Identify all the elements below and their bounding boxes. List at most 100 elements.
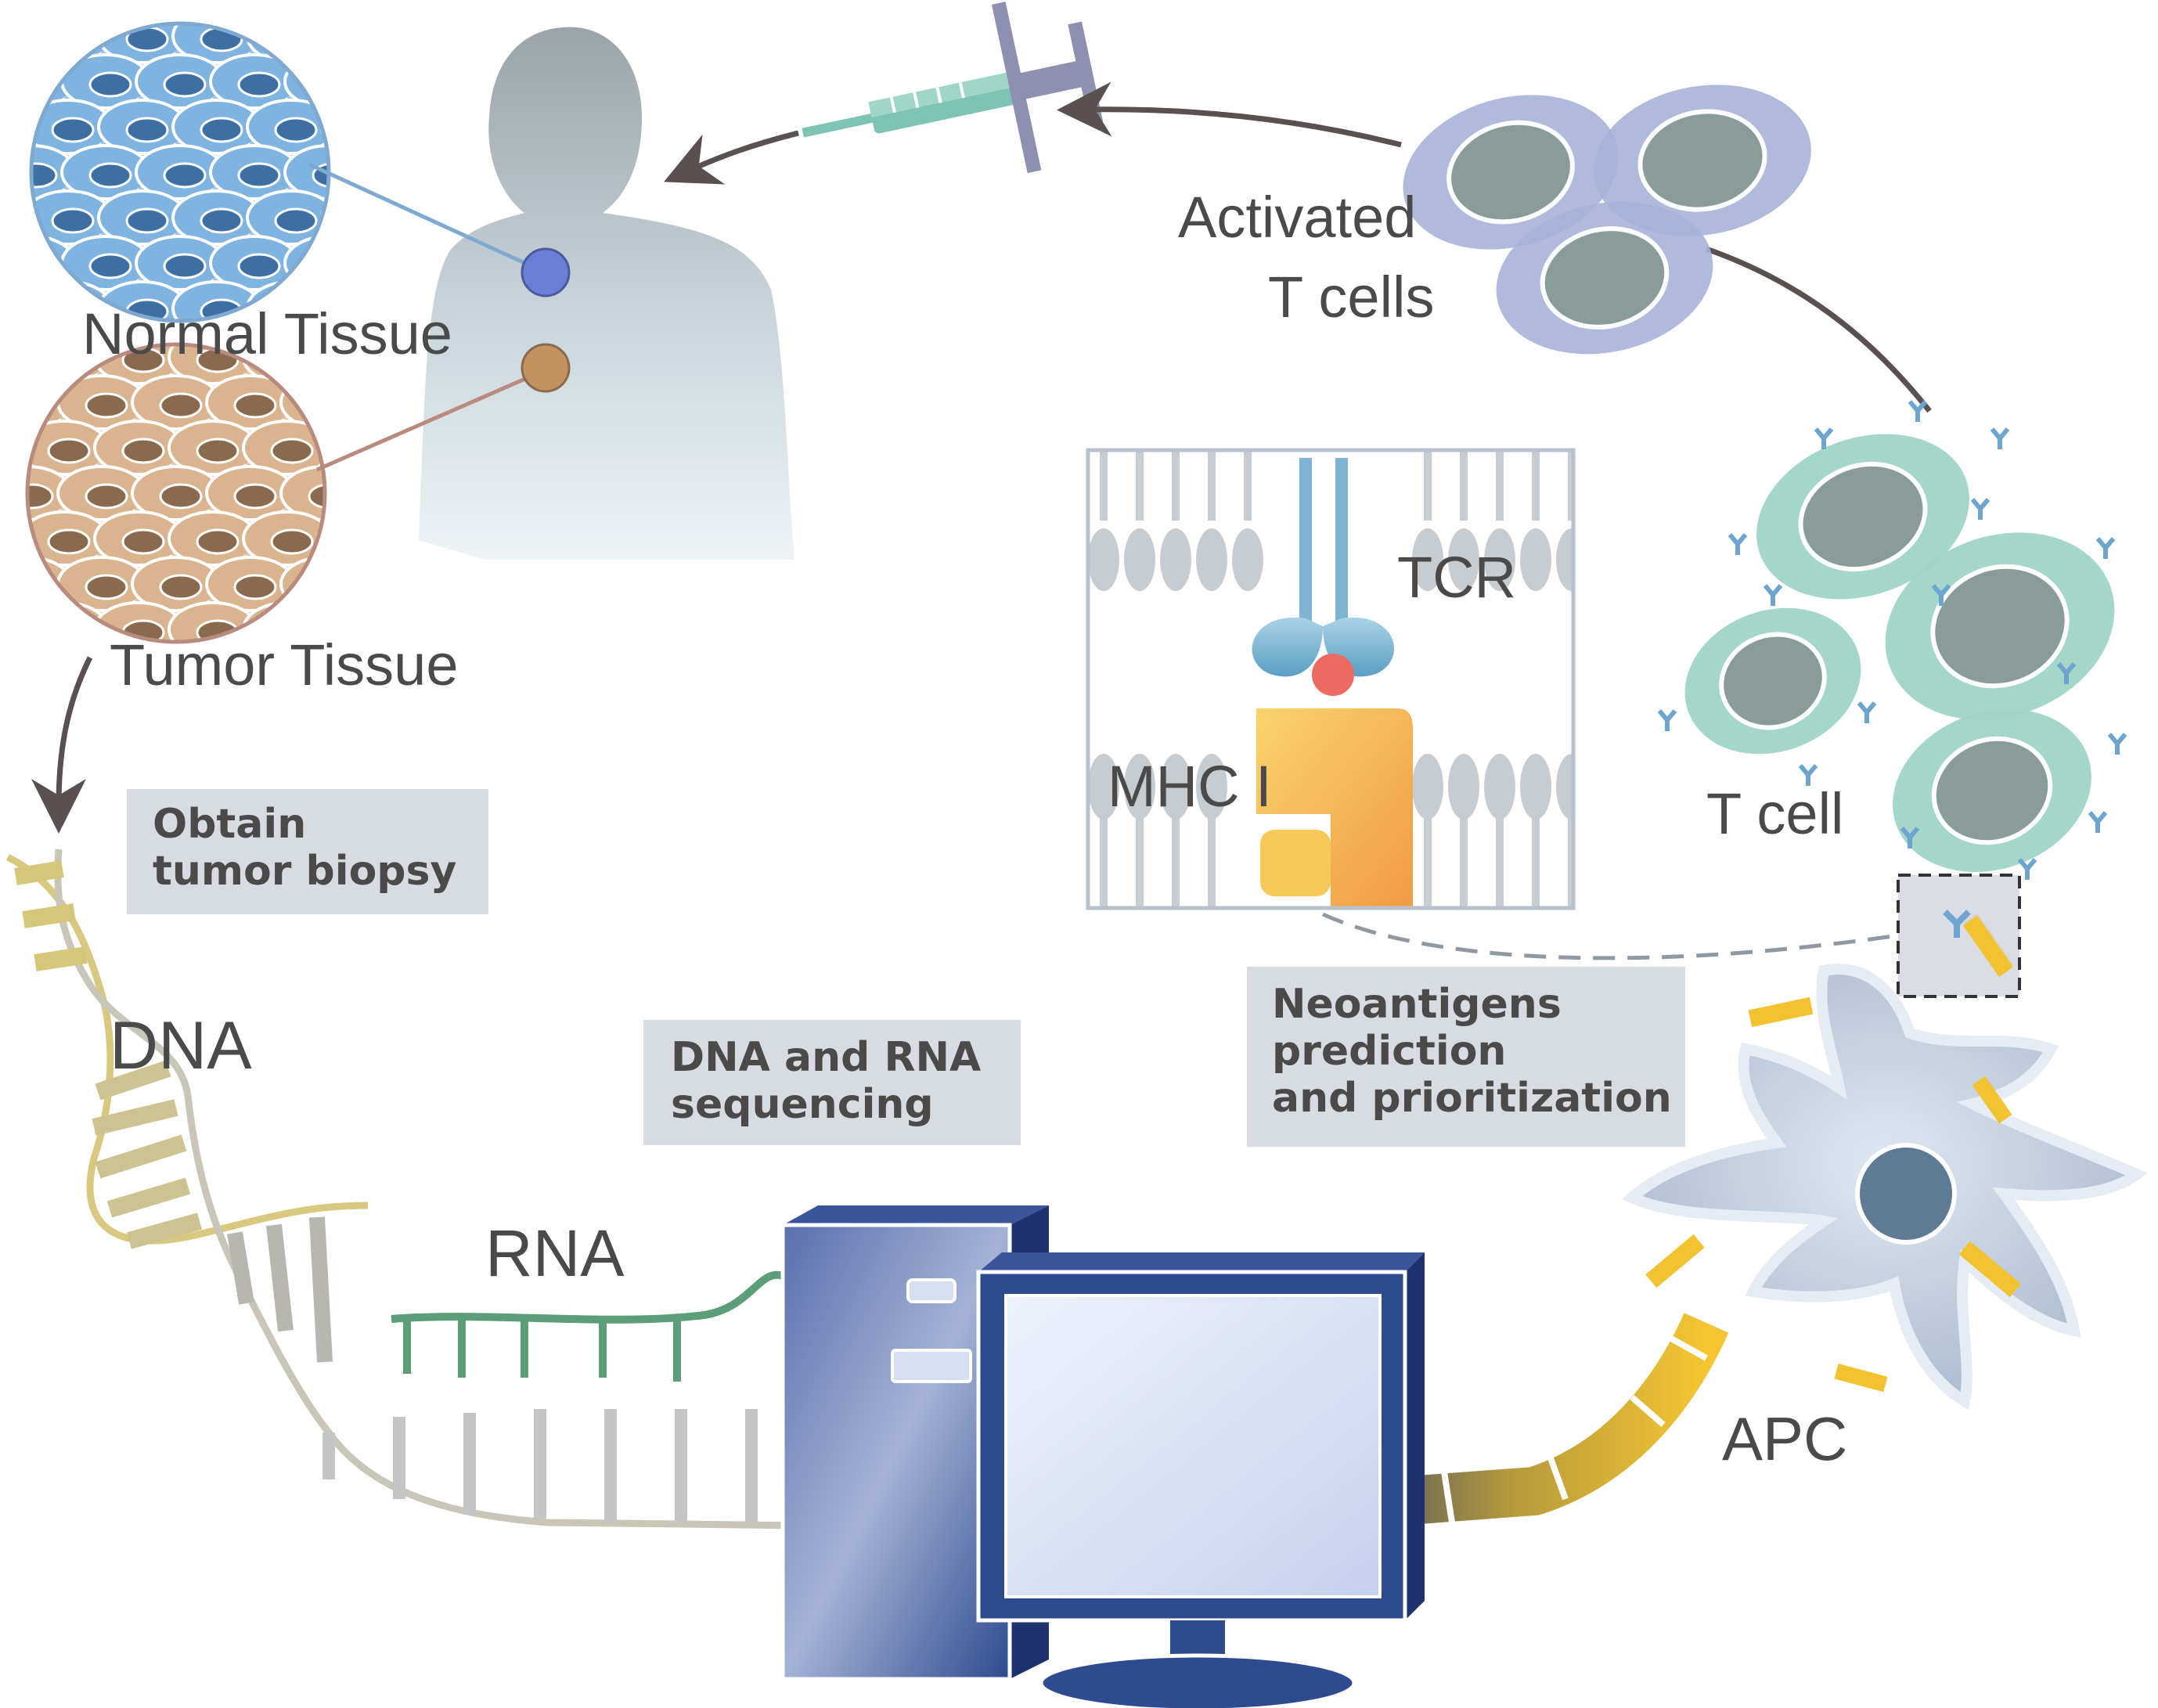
tumor-cell [279,556,325,618]
t-cell-receptor [2107,733,2127,755]
tumor-cell [316,510,325,573]
mhc-label: MHC I [1108,754,1272,819]
t-cell-receptor [2056,662,2077,684]
tumor-tissue-connector [316,373,533,472]
normal-cell [396,100,484,161]
normal-cell [320,189,329,252]
normal-cell [320,23,329,70]
cable-stripes [1441,1335,1708,1523]
t-cell-receptor [1990,427,2010,449]
normal-cell [0,327,1,388]
rna-strand [391,1270,833,1382]
normal-cell [0,55,1,116]
activated-t-cells [1403,85,1811,355]
t-cell-body [1893,709,2091,872]
arrow-tcell-to-activated [1705,246,1932,413]
arrow-to-syringe [1057,81,1402,148]
arrow-to-patient [664,130,799,185]
normal-cell [31,23,75,25]
apc-nucleus [1855,1143,1957,1245]
t-cell-receptor [1727,533,1748,555]
apc-cell [1622,913,2148,1411]
tumor-cell [430,557,517,618]
t-cell-receptor [2088,811,2108,833]
t-cells [1657,400,2127,880]
dna-label: DNA [110,1008,252,1083]
t-cell-receptor [2017,858,2037,880]
tumor-tissue-label: Tumor Tissue [110,632,458,697]
mhc-molecule [1256,708,1413,908]
biopsy-line1: Obtain [153,801,306,848]
normal-cell [285,23,329,25]
computer-icon [780,1205,1425,1708]
rna-label: RNA [485,1216,624,1290]
tumor-cell [0,648,71,709]
normal-cell [359,146,447,207]
step-neoantigen-prediction: Neoantigens prediction and prioritizatio… [1247,967,1685,1147]
t-cell-label: T cell [1706,781,1843,846]
normal-cell [283,235,329,297]
t-cell-receptor [1798,764,1818,786]
normal-tissue-connector [308,162,542,272]
neoantigen-line3: and prioritization [1272,1075,1672,1122]
normal-cell [31,280,39,321]
neoantigen-line1: Neoantigens [1272,981,1562,1028]
neoantigen-line2: prediction [1272,1028,1506,1075]
normal-cell [62,23,150,25]
zoom-box [1897,874,2021,998]
t-cell-receptor [1908,400,1928,422]
tumor-cell [355,557,443,618]
tumor-cell [205,465,296,528]
t-cell-body [1756,434,1969,600]
normal-cell [0,327,75,388]
activated-t-cells-label-line2: T cells [1268,265,1434,330]
normal-tissue-label: Normal Tissue [82,301,452,366]
step-sequencing: DNA and RNA sequencing [643,1020,1021,1145]
activated-t-cells-label-line1: Activated [1178,185,1416,250]
tcr-receptor [1252,458,1395,677]
normal-tissue-site-marker [521,247,571,297]
normal-cell [31,23,39,70]
normal-cell [320,99,329,161]
normal-cell [396,9,484,70]
dna-helix-icon [5,849,877,1537]
normal-cell [211,23,298,25]
t-cell-receptor [1814,427,1834,449]
tcr-label: TCR [1397,545,1516,610]
tumor-cell [27,344,71,346]
normal-cell [359,0,447,25]
t-cell-body [1684,607,1861,755]
normal-cell [0,146,1,207]
normal-cell [434,0,521,25]
normal-cell [31,189,39,252]
tumor-cell [467,603,554,664]
activated-t-cell [1496,201,1713,355]
t-cell-receptor [2095,537,2116,559]
t-cell-receptor [1970,498,1990,520]
t-cell-receptor [1657,709,1677,731]
t-cell-body [1885,532,2115,720]
normal-cell [136,23,224,25]
t-cell-receptor [1900,827,1920,849]
tumor-tissue-site-marker [521,343,571,393]
tumor-cell [27,601,35,642]
neoantigen-peptide [1312,654,1354,696]
human-silhouette-icon [419,27,794,560]
tumor-cell [27,344,35,391]
tumor-cell [27,601,110,642]
biopsy-line2: tumor biopsy [153,848,456,895]
apc-label: APC [1722,1404,1847,1473]
sequencing-line2: sequencing [671,1081,934,1128]
tcr-mhc-inset: TCR MHC I [1086,448,1576,910]
normal-cell [359,55,447,116]
syringe-icon [802,2,1103,174]
t-cell-receptor [1763,584,1783,606]
t-cell-receptor [1931,584,1951,606]
normal-cell [0,0,1,25]
inset-zoom-connector [1321,912,1899,960]
sequencing-line1: DNA and RNA [671,1034,981,1081]
activated-t-cell [1403,95,1619,250]
t-cell-receptor [1857,701,1877,723]
activated-t-cell [1594,85,1811,236]
normal-cell [359,236,447,297]
